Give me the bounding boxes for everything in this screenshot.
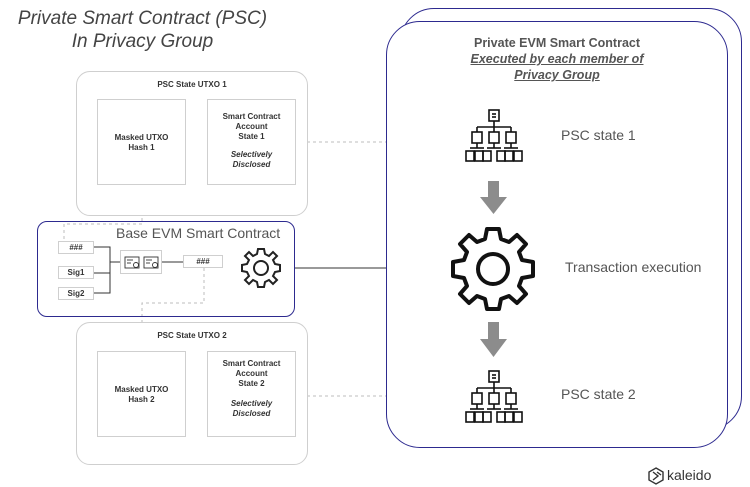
psc-utxo-1-card: PSC State UTXO 1 Masked UTXO Hash 1 Smar… — [76, 71, 308, 216]
masked-label: Masked UTXO — [114, 133, 169, 142]
private-contract-title: Private EVM Smart Contract — [473, 36, 641, 50]
disclosed-line-2: Disclosed — [232, 160, 271, 169]
title-line-2: In Privacy Group — [71, 31, 214, 52]
sig2-tag: Sig2 — [58, 287, 94, 300]
account-line-2: Account — [235, 369, 268, 378]
utxo-2-title: PSC State UTXO 2 — [157, 331, 227, 340]
private-contract-subtitle-1: Executed by each member of — [470, 52, 644, 66]
sig1-tag: Sig1 — [58, 266, 94, 279]
diagram-title: Private Smart Contract (PSC) In Privacy … — [0, 7, 285, 53]
hash-output-tag: ### — [183, 255, 223, 268]
dashed-link-hash-out — [141, 268, 205, 322]
private-contract-heading: Private EVM Smart Contract Executed by e… — [387, 35, 727, 83]
account-line-3: State 1 — [238, 132, 265, 141]
dashed-link-hash-in — [63, 212, 143, 243]
masked-label: Masked UTXO — [114, 385, 169, 394]
verification-icons — [120, 250, 162, 274]
account-line-1: Smart Contract — [222, 359, 281, 368]
base-evm-contract: Base EVM Smart Contract — [37, 221, 295, 317]
disclosed-line-2: Disclosed — [232, 409, 271, 418]
sig-bracket — [94, 246, 120, 294]
title-line-1: Private Smart Contract (PSC) — [17, 8, 268, 29]
psc-state-2-label: PSC state 2 — [561, 386, 636, 402]
disclosed-line-1: Selectively — [230, 150, 273, 159]
masked-utxo-hash-1: Masked UTXO Hash 1 — [97, 99, 186, 185]
hash-input-tag: ### — [58, 241, 94, 254]
psc-utxo-2-card: PSC State UTXO 2 Masked UTXO Hash 2 Smar… — [76, 322, 308, 465]
private-evm-contract: Private EVM Smart Contract Executed by e… — [386, 21, 728, 448]
account-state-1: Smart Contract Account State 1 Selective… — [207, 99, 296, 185]
psc-state-1-label: PSC state 1 — [561, 127, 636, 143]
account-line-1: Smart Contract — [222, 112, 281, 121]
transaction-execution-label: Transaction execution — [565, 259, 702, 275]
utxo-1-title: PSC State UTXO 1 — [157, 80, 227, 89]
account-line-2: Account — [235, 122, 268, 131]
hash-label: Hash 1 — [128, 143, 155, 152]
certificate-icon — [143, 256, 159, 269]
private-contract-subtitle-2: Privacy Group — [514, 68, 600, 82]
account-line-3: State 2 — [238, 379, 265, 388]
brand-name: kaleido — [667, 467, 712, 483]
disclosed-line-1: Selectively — [230, 399, 273, 408]
base-contract-title: Base EVM Smart Contract — [116, 225, 281, 241]
masked-utxo-hash-2: Masked UTXO Hash 2 — [97, 351, 186, 437]
certificate-icon — [124, 256, 140, 269]
hash-label: Hash 2 — [128, 395, 155, 404]
account-state-2: Smart Contract Account State 2 Selective… — [207, 351, 296, 437]
